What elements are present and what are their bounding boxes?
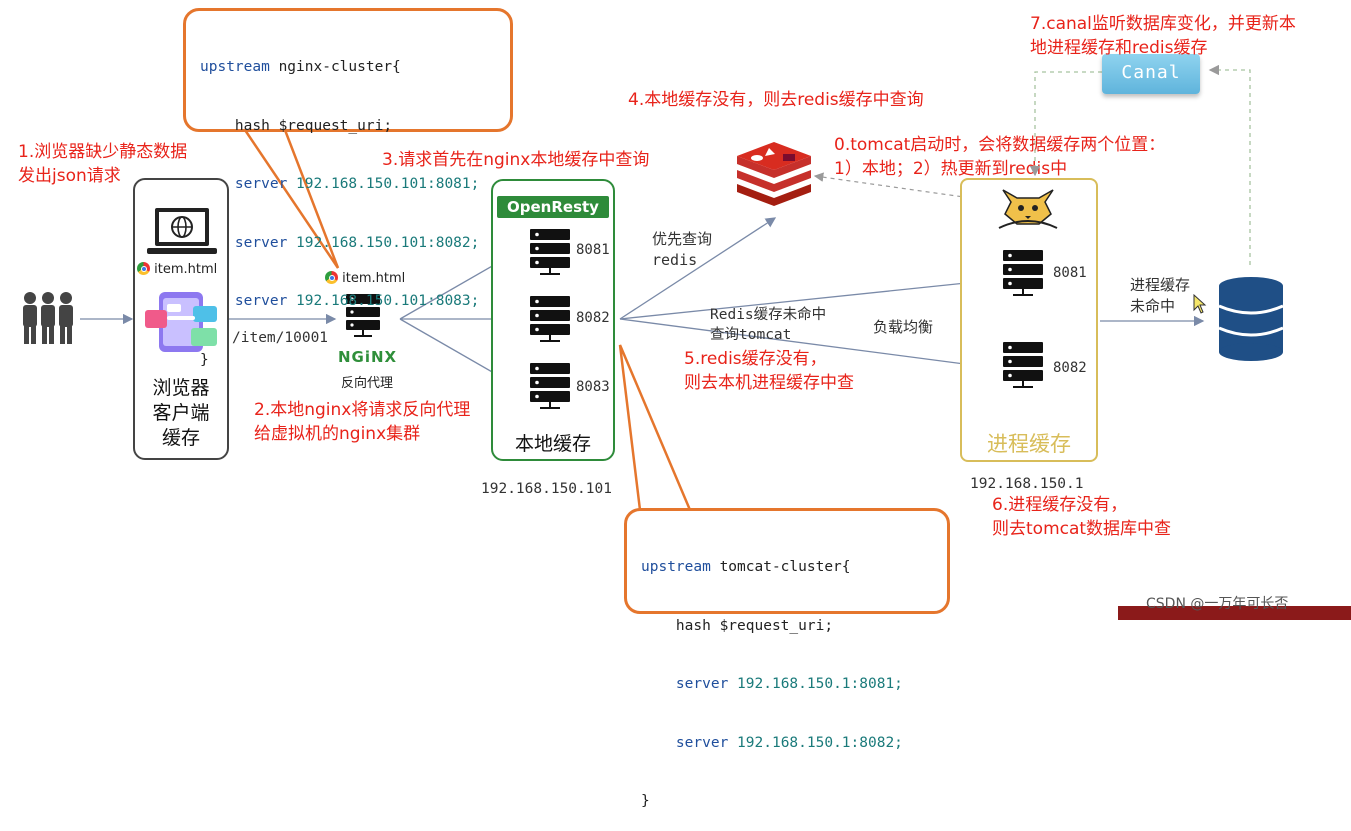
tomcat-ip: 192.168.150.1 [970, 476, 1084, 492]
tomcat-port-8082: 8082 [1053, 360, 1087, 376]
server-icon-8082 [530, 296, 570, 342]
tomcat-port-8081: 8081 [1053, 265, 1087, 281]
chrome-icon [137, 262, 150, 275]
tomcat-server-icon-8082 [1003, 342, 1043, 388]
nginx-proxy-label: 反向代理 [341, 376, 394, 391]
tomcat-process-box: 进程缓存 [960, 178, 1098, 462]
openresty-port-8083: 8083 [576, 379, 610, 395]
nginx-server-icon [346, 294, 380, 337]
tomcat-cat-icon [998, 189, 1058, 229]
chrome-icon [325, 271, 338, 284]
tomcat-box-label: 进程缓存 [987, 432, 1071, 456]
database-icon [1218, 277, 1284, 361]
step-5-text: 5.redis缓存没有，则去本机进程缓存中查 [684, 349, 854, 393]
callout-pointer-tomcat [618, 344, 692, 512]
nginx-logo: NGiNX [338, 348, 398, 366]
tomcat-server-icon-8081 [1003, 250, 1043, 296]
canal-box: Canal [1102, 54, 1200, 94]
arrow-canal-tomcat [1029, 71, 1102, 177]
mouse-cursor-icon [1193, 294, 1207, 314]
process-miss-label: 进程缓存 未命中 [1130, 276, 1191, 315]
arrow-openresty-redis [619, 217, 777, 320]
step-6-text: 6.进程缓存没有，则去tomcat数据库中查 [992, 495, 1172, 539]
step-3-text: 3.请求首先在nginx本地缓存中查询 [382, 150, 650, 170]
redis-miss-label: Redis缓存未命中 查询tomcat [710, 307, 827, 343]
csdn-watermark: CSDN @一万年可长否 [1146, 596, 1289, 612]
phone-app-icon [145, 292, 217, 352]
openresty-label: 本地缓存 [514, 433, 591, 455]
step-7-text: 7.canal监听数据库变化，并更新本地进程缓存和redis缓存 [1030, 14, 1296, 58]
bottom-banner [1118, 606, 1351, 620]
step-2-text: 2.本地nginx将请求反向代理给虚拟机的nginx集群 [254, 400, 471, 444]
users-icon [23, 292, 73, 344]
browser-client-box: item.html 浏览器 客户端 缓存 [133, 178, 229, 460]
browser-item-html: item.html [137, 262, 217, 277]
nginx-item-html: item.html [325, 271, 405, 286]
openresty-port-8081: 8081 [576, 242, 610, 258]
redis-icon [737, 142, 811, 206]
load-balance-label: 负载均衡 [873, 318, 934, 336]
openresty-brand: OpenResty [497, 196, 609, 218]
laptop-icon [147, 208, 217, 254]
arrow-openresty-tomcat-8081 [619, 275, 997, 320]
step-4-text: 4.本地缓存没有，则去redis缓存中查询 [628, 90, 924, 110]
nginx-upstream-callout: upstream nginx-cluster{ hash $request_ur… [183, 8, 513, 368]
browser-title: 浏览器 客户端 缓存 [152, 377, 210, 449]
step-0-text: 0.tomcat启动时，会将数据缓存两个位置：1）本地；2）热更新到redis中 [834, 135, 1166, 179]
redis-query-label: 优先查询 redis [652, 230, 713, 269]
openresty-ip: 192.168.150.101 [481, 481, 612, 497]
request-path: /item/10001 [232, 330, 329, 346]
arrow-db-canal [1208, 64, 1251, 265]
arrow-openresty-tomcat-8082 [619, 318, 997, 372]
tomcat-upstream-callout: upstream tomcat-cluster{ hash $request_u… [624, 508, 950, 809]
server-icon-8081 [530, 229, 570, 275]
openresty-port-8082: 8082 [576, 310, 610, 326]
server-icon-8083 [530, 363, 570, 409]
step-1-text: 1.浏览器缺少静态数据发出json请求 [18, 142, 188, 186]
